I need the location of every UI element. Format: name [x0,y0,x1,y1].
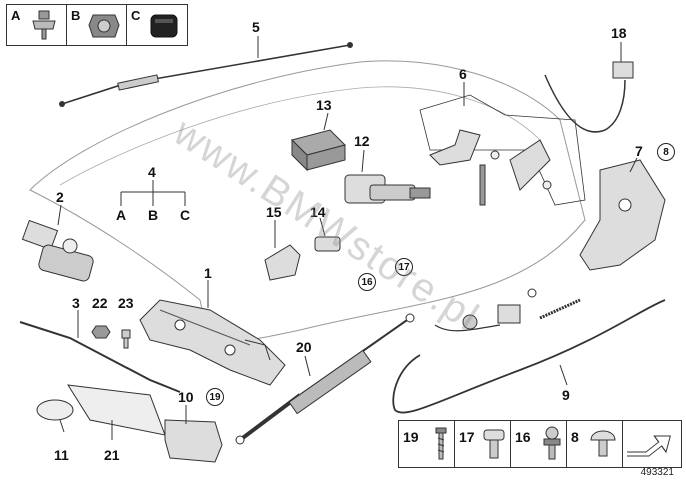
part-23-bolt [121,329,131,349]
label-4a: A [116,207,127,223]
part-18-sensor [544,74,626,133]
label-8-circle: 8 [657,143,675,161]
part-13-pad [291,129,346,172]
legend-cell-a: A [7,5,67,45]
label-1: 1 [204,265,212,281]
label-17-circle: 17 [395,258,413,276]
legend-cell-16: 16 [511,421,567,467]
part-11-pad [36,399,74,421]
part-7-bracket [579,159,666,271]
bottom-legend: 19 17 16 8 [398,420,682,468]
label-4b: B [148,207,159,223]
ball-pin-icon [543,426,561,460]
legend-number: 17 [459,429,475,445]
label-21: 21 [104,447,120,463]
legend-cell-8: 8 [567,421,623,467]
label-14: 14 [310,204,326,220]
diagram-id: 493321 [640,467,674,478]
leader-lines [57,36,638,440]
part-10-latch [164,419,223,463]
legend-cell-19: 19 [399,421,455,467]
screw-nut-icon [32,10,56,40]
part-12-switch [344,174,431,204]
legend-cell-b: B [67,5,127,45]
legend-letter: B [71,8,81,23]
legend-cell-arrow [623,421,681,467]
label-7: 7 [635,143,643,159]
label-15: 15 [266,204,282,220]
hood-inner-line [59,86,541,186]
legend-cell-17: 17 [455,421,511,467]
label-23: 23 [118,295,134,311]
hex-nut-icon [88,14,120,38]
part-1-lock-assembly [139,299,286,386]
label-9: 9 [562,387,570,403]
label-11: 11 [54,447,69,463]
label-16-circle: 16 [358,273,376,291]
label-22: 22 [92,295,108,311]
part-2-motor [21,219,94,282]
label-6: 6 [459,66,467,82]
label-10: 10 [178,389,194,405]
legend-number: 19 [403,429,419,445]
part-3-rod [19,321,181,393]
label-13: 13 [316,97,332,113]
label-5: 5 [252,19,260,35]
legend-number: 16 [515,429,531,445]
label-4c: C [180,207,191,223]
label-19-circle: 19 [206,388,224,406]
clip-icon [483,429,505,459]
top-legend: A B C [6,4,188,46]
legend-letter: A [11,8,21,23]
label-18: 18 [611,25,627,41]
label-3: 3 [72,295,80,311]
label-2: 2 [56,189,64,205]
part-22-nut [91,325,111,339]
hood-outline [29,60,586,341]
part-14-clip [314,236,341,252]
label-20: 20 [296,339,312,355]
part-5-cable [61,44,351,105]
screw-icon [435,427,447,460]
arrow-icon [627,435,671,457]
rubber-buffer-icon [590,430,616,457]
part-20-gas-strut [235,313,415,445]
legend-cell-c: C [127,5,187,45]
legend-number: 8 [571,429,579,445]
part-6-hinge-set [419,94,586,206]
part-9-cable [392,299,666,414]
label-12: 12 [354,133,370,149]
part-21-strip [67,384,166,436]
rubber-plug-icon [150,14,178,38]
part-15-bracket [264,244,301,281]
label-4: 4 [148,164,156,180]
legend-letter: C [131,8,141,23]
